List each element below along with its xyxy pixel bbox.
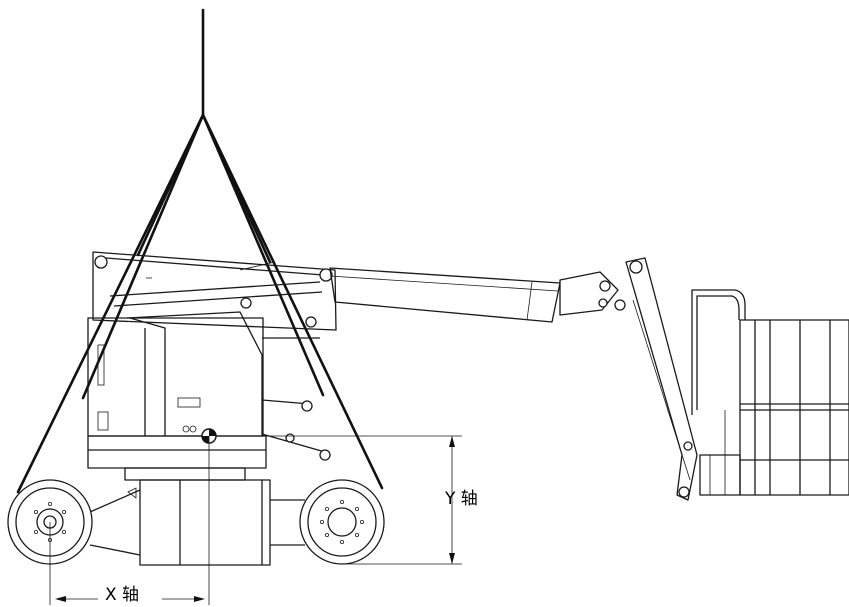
main-boom: [329, 267, 619, 323]
lifting-slings: [16, 8, 384, 494]
x-axis-label: X 轴: [105, 585, 140, 605]
rear-wheel: [299, 479, 385, 565]
center-of-gravity-icon: [182, 425, 217, 444]
upper-linkage: [92, 251, 337, 331]
platform-basket: [691, 289, 849, 496]
chassis: [89, 467, 305, 566]
turntable: [87, 311, 331, 469]
dimension-lines: [49, 435, 462, 605]
jib-arm: [614, 257, 698, 501]
y-axis-label: Y 轴: [445, 489, 478, 509]
